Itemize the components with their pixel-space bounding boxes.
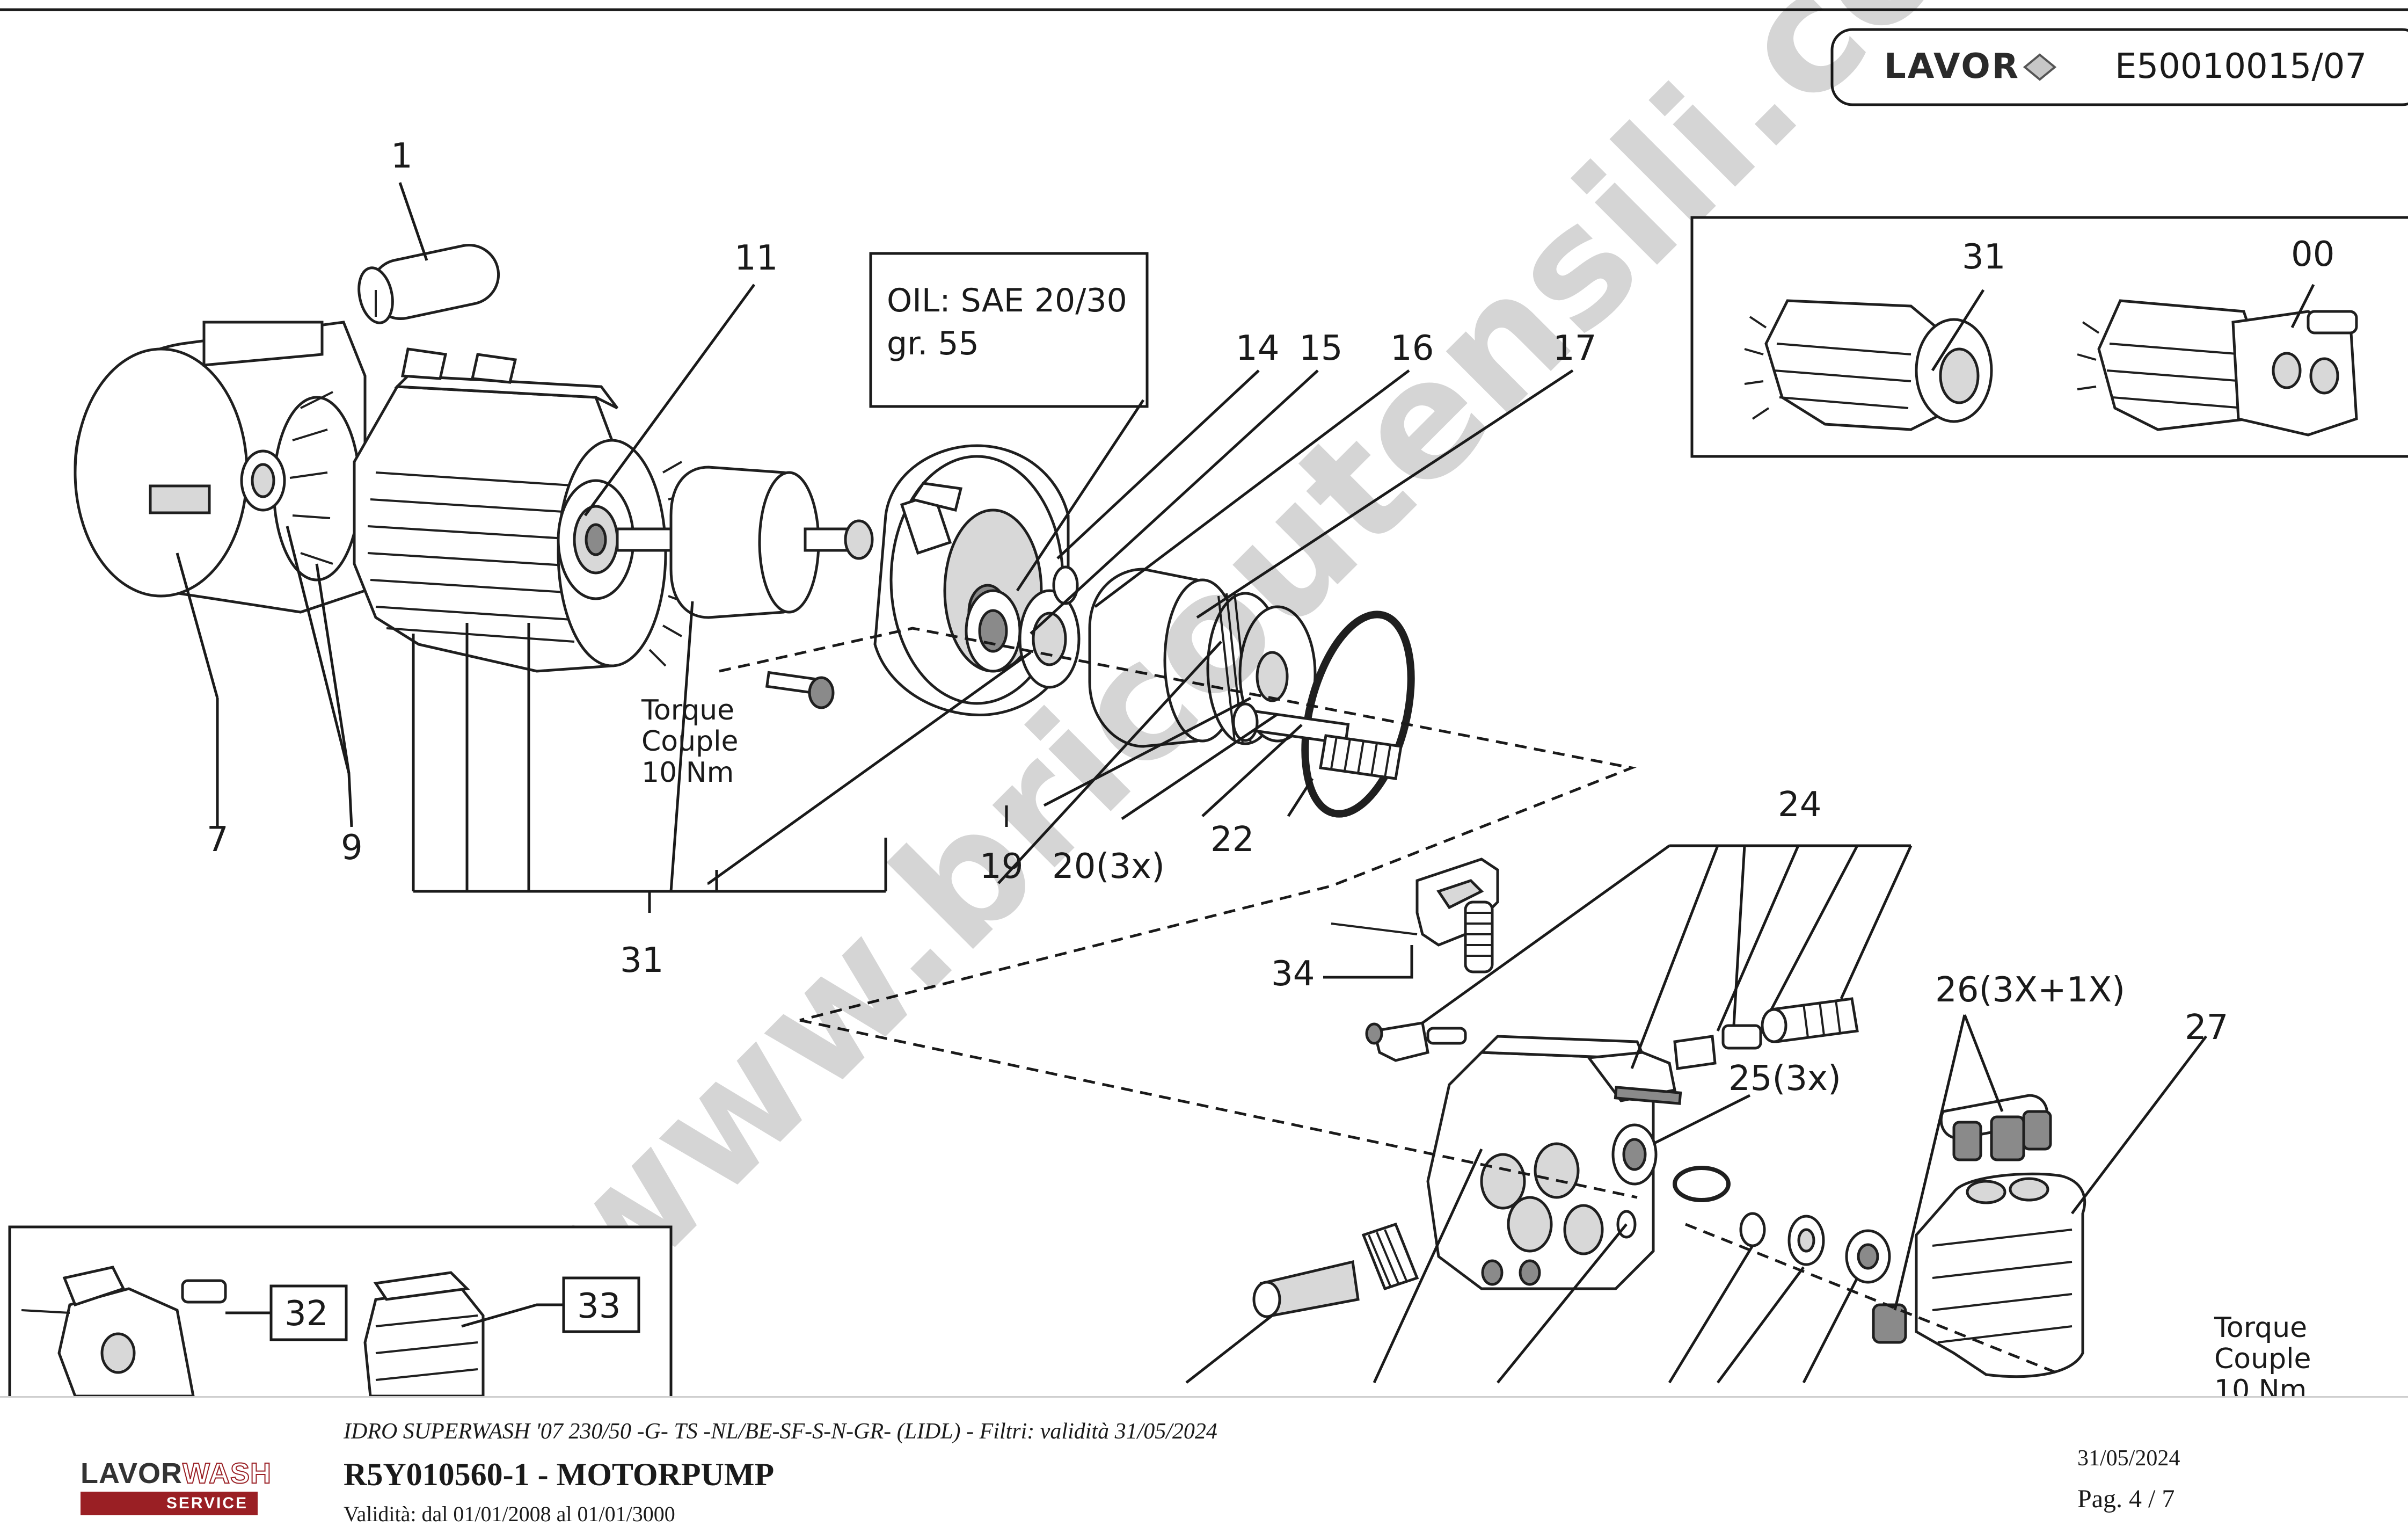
callout-19: 19 xyxy=(980,847,1023,887)
assembly-axis-pump-2 xyxy=(1685,1223,2062,1376)
pistons xyxy=(1232,702,1403,780)
outlet-fitting xyxy=(1252,1222,1419,1318)
logo-service: SERVICE xyxy=(166,1494,248,1512)
inset-callout-33: 33 xyxy=(577,1287,621,1326)
small-oring xyxy=(1673,1166,1731,1202)
watermark: www.bricoutensili.com xyxy=(506,0,2099,1337)
rotor xyxy=(616,466,874,619)
callout-17: 17 xyxy=(1553,329,1596,368)
part-9-fan xyxy=(240,391,361,582)
part-25-seals xyxy=(1611,1123,1731,1239)
torque-note: Torque Couple 10 Nm xyxy=(641,694,739,789)
document-code: E50010015/07 xyxy=(2115,47,2367,86)
assembly-axis-motor xyxy=(719,627,1637,1022)
callout-22: 22 xyxy=(1210,820,1254,860)
callout-24: 24 xyxy=(1778,785,1821,825)
brand-logo: LAVOR xyxy=(1884,47,2020,86)
pump-head xyxy=(1426,1035,1682,1290)
part-26-valves xyxy=(1872,1094,2052,1344)
header-box: LAVOR E50010015/07 xyxy=(1830,28,2408,106)
part-34-lever xyxy=(1331,858,1499,973)
torque-note-line1: Torque xyxy=(641,694,734,726)
callout-11: 11 xyxy=(734,238,778,278)
logo-lavor: LAVOR xyxy=(81,1457,183,1490)
oil-note-line1: OIL: SAE 20/30 xyxy=(887,282,1127,319)
validity-range: Validità: dal 01/01/2008 al 01/01/3000 xyxy=(344,1502,675,1526)
part-22-oring xyxy=(1301,611,1415,818)
torque-note-2-line2: Couple xyxy=(2214,1343,2311,1375)
inset-callout-32: 32 xyxy=(284,1294,328,1334)
torque-note-2-line1: Torque xyxy=(2214,1312,2307,1344)
motor-housing xyxy=(353,347,693,673)
torque-note-line3: 10 Nm xyxy=(641,757,734,789)
callout-14: 14 xyxy=(1236,329,1279,368)
callout-34: 34 xyxy=(1271,954,1315,994)
bearing-set xyxy=(965,565,1081,689)
inset-assembly-views: 31 00 xyxy=(1690,216,2408,458)
inset-callout-31: 31 xyxy=(1962,237,2005,277)
callout-31: 31 xyxy=(620,941,663,980)
logo-wash: WASH xyxy=(182,1457,272,1490)
callout-20: 20(3x) xyxy=(1052,847,1165,887)
callout-27: 27 xyxy=(2185,1008,2228,1048)
torque-note-line2: Couple xyxy=(641,725,739,758)
housing-screw xyxy=(765,671,835,709)
wobble-plate xyxy=(1088,568,1317,748)
logo-diamond-icon xyxy=(2023,53,2057,81)
callout-16: 16 xyxy=(1390,329,1434,368)
model-description: IDRO SUPERWASH '07 230/50 -G- TS -NL/BE-… xyxy=(344,1419,1217,1444)
part-24-fittings xyxy=(1673,997,1859,1070)
leader-lines xyxy=(176,182,2207,1384)
oil-note-line2: gr. 55 xyxy=(887,325,979,362)
torque-note-2: Torque Couple 10 Nm xyxy=(2214,1312,2311,1406)
page-title: R5Y010560-1 - MOTORPUMP xyxy=(344,1457,775,1492)
callout-25: 25(3x) xyxy=(1728,1059,1841,1099)
page-number: Pag. 4 / 7 xyxy=(2077,1485,2175,1513)
callout-1: 1 xyxy=(391,136,413,176)
inset-callout-00: 00 xyxy=(2291,235,2334,274)
callout-26: 26(3X+1X) xyxy=(1935,970,2125,1010)
seal-rings-row xyxy=(1739,1212,1891,1284)
part-1-capacitor xyxy=(357,243,500,324)
print-date: 31/05/2024 xyxy=(2077,1446,2180,1471)
unloader-bracket xyxy=(1365,1021,1467,1062)
callout-15: 15 xyxy=(1299,329,1342,368)
logo-band: SERVICE xyxy=(81,1492,258,1515)
callout-9: 9 xyxy=(341,828,363,868)
callout-7: 7 xyxy=(207,820,229,860)
oil-note-box: OIL: SAE 20/30 gr. 55 xyxy=(869,252,1149,408)
inset-variant-views: 32 33 xyxy=(8,1225,673,1398)
assembly-axis-pump xyxy=(799,1019,1638,1199)
part-27-manifold xyxy=(1915,1172,2086,1378)
footer-rule xyxy=(0,1396,2408,1398)
